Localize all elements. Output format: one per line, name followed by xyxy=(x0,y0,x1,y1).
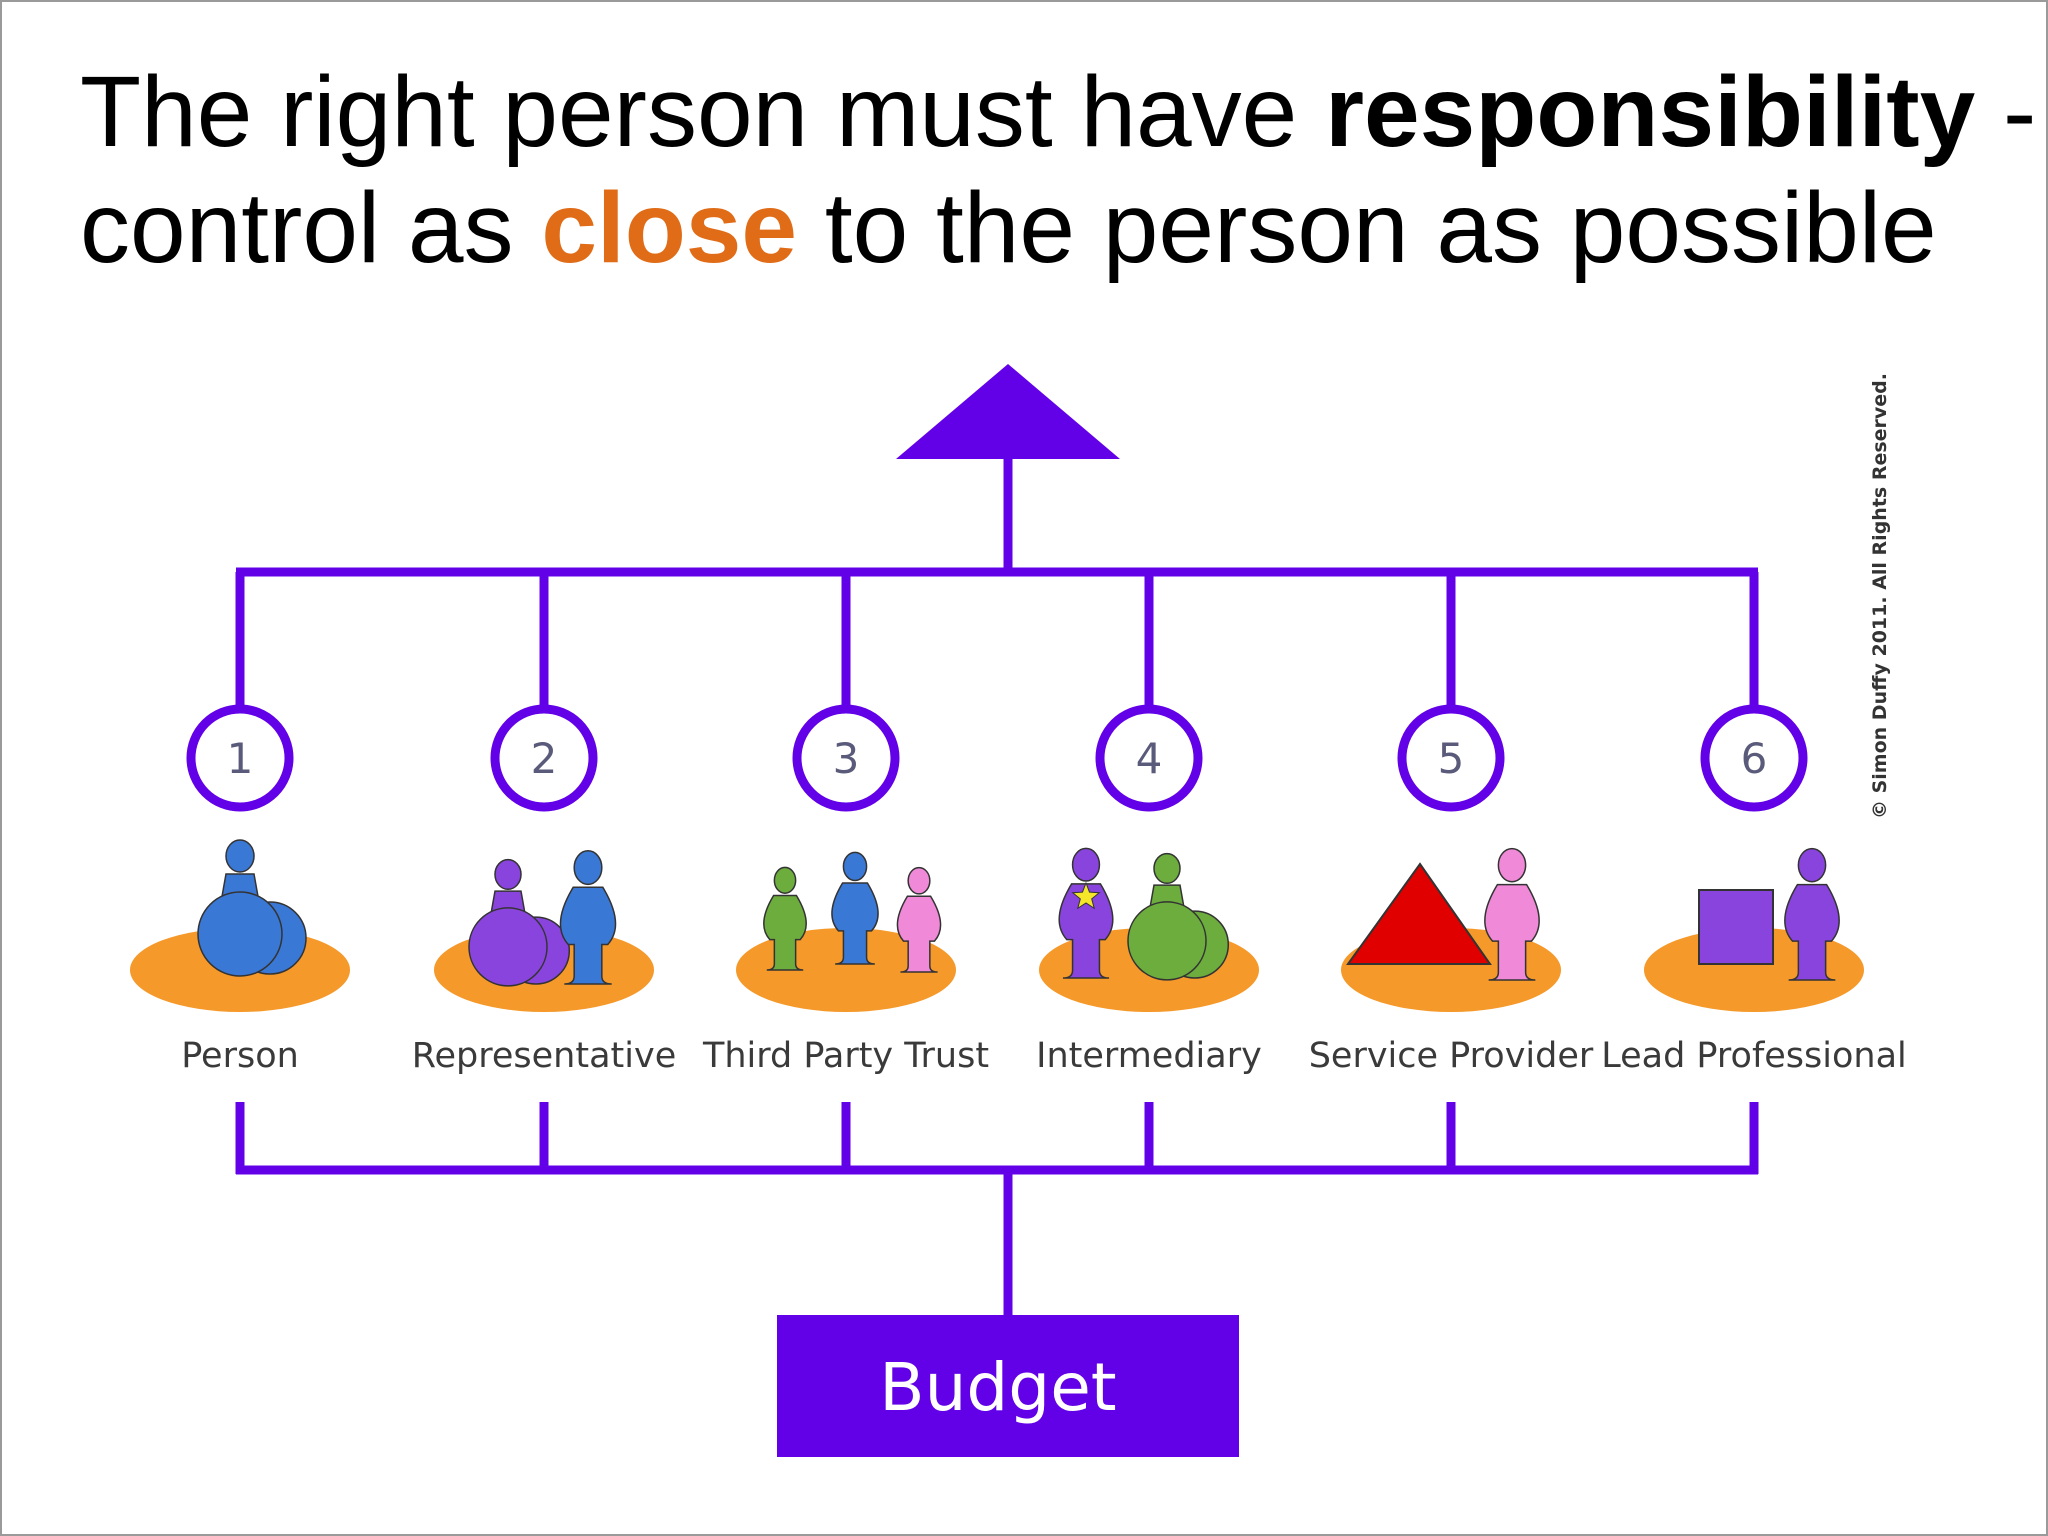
seated-person-icon xyxy=(197,839,307,977)
standing-person-icon xyxy=(896,866,942,973)
standing-person-icon xyxy=(1484,847,1540,981)
seated-person-icon xyxy=(468,858,571,987)
standing-person-icon xyxy=(831,851,879,965)
title-line2-end: to the person as possible xyxy=(797,172,1937,284)
option-label: Representative xyxy=(412,1036,676,1076)
option-figures xyxy=(468,850,617,987)
number-circle xyxy=(490,704,598,812)
triangle-icon xyxy=(1346,862,1492,965)
option-label: Intermediary xyxy=(1036,1036,1262,1076)
option-label: Service Provider xyxy=(1309,1036,1594,1076)
option-label: Person xyxy=(181,1036,299,1076)
standing-person-icon xyxy=(763,866,807,971)
budget-box: Budget xyxy=(777,1315,1239,1457)
up-arrow-icon xyxy=(896,364,1120,459)
star-icon xyxy=(1071,881,1101,910)
option-number: 4 xyxy=(1136,734,1163,783)
star-person-icon xyxy=(1058,847,1114,979)
title-line2-start: control as xyxy=(80,172,542,284)
option-label: Lead Professional xyxy=(1601,1036,1907,1076)
number-circle xyxy=(186,704,294,812)
option-figures xyxy=(1698,847,1840,981)
option-number: 6 xyxy=(1741,734,1768,783)
connector-lines xyxy=(235,457,1759,1315)
title-line1-plain: The right person must have xyxy=(80,56,1326,168)
number-circle xyxy=(792,704,900,812)
option-figures xyxy=(1058,847,1230,981)
copyright-notice: © Simon Duffy 2011. All Rights Reserved. xyxy=(1869,373,1891,819)
option-number: 2 xyxy=(531,734,558,783)
option-figures xyxy=(197,839,307,977)
option-number: 1 xyxy=(227,734,254,783)
standing-person-icon xyxy=(559,850,617,985)
option-label: Third Party Trust xyxy=(702,1036,989,1076)
option-number: 3 xyxy=(833,734,860,783)
number-circle xyxy=(1095,704,1203,812)
title-close-highlight: close xyxy=(541,172,798,284)
option-figures xyxy=(1346,847,1540,981)
option-number: 5 xyxy=(1438,734,1465,783)
option-figures xyxy=(763,851,942,973)
slide-title: The right person must have responsibilit… xyxy=(80,54,2036,286)
title-line1-end: - xyxy=(1975,56,2037,168)
number-circle xyxy=(1700,704,1808,812)
square-icon xyxy=(1698,889,1774,965)
budget-label: Budget xyxy=(879,1349,1116,1426)
seated-person-icon xyxy=(1127,852,1230,981)
number-circle xyxy=(1397,704,1505,812)
standing-person-icon xyxy=(1784,847,1840,981)
title-responsibility: responsibility xyxy=(1325,56,1976,168)
